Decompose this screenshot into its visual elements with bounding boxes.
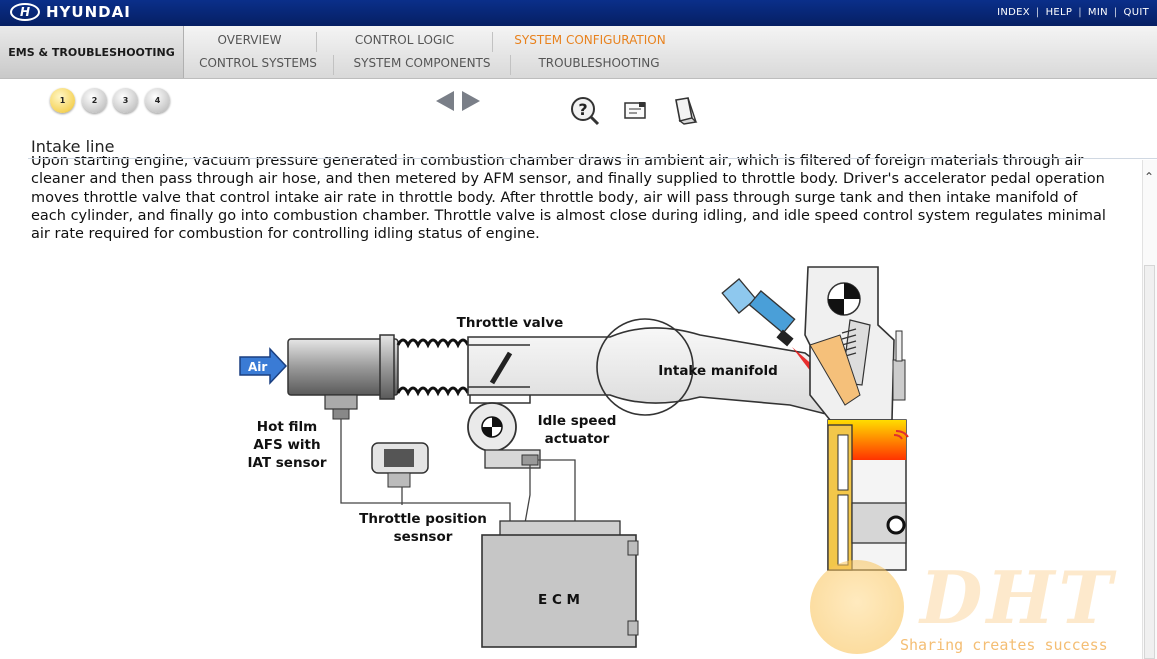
air-arrow: Air (239, 347, 288, 385)
air-hose-bottom (396, 386, 470, 397)
scroll-up-icon[interactable]: ⌃ (1144, 170, 1155, 184)
separator: | (1113, 7, 1118, 18)
notebook-icon[interactable] (672, 96, 700, 126)
idle-speed-label-line2: actuator (545, 431, 610, 447)
idle-speed-actuator (467, 395, 541, 469)
throttle-valve-label: Throttle valve (457, 315, 564, 331)
svg-text:?: ? (578, 100, 587, 119)
tab-control-logic[interactable]: CONTROL LOGIC (317, 32, 493, 52)
top-bar: H HYUNDAI INDEX | HELP | MIN | QUIT (0, 0, 1157, 26)
watermark-logo-icon (810, 560, 904, 654)
nav-row-1: OVERVIEW CONTROL LOGIC SYSTEM CONFIGURAT… (183, 32, 687, 52)
hot-film-label-line3: IAT sensor (247, 455, 326, 471)
idle-speed-label-line1: Idle speed (538, 413, 617, 429)
hyundai-logo: H HYUNDAI (10, 3, 131, 21)
next-arrow-icon[interactable] (462, 91, 480, 111)
afs-sensor (287, 334, 399, 420)
surge-tank (596, 318, 694, 416)
divider (28, 158, 1157, 159)
tab-troubleshooting[interactable]: TROUBLESHOOTING (538, 56, 660, 70)
ecm-label: E C M (538, 592, 580, 608)
top-links: INDEX | HELP | MIN | QUIT (997, 7, 1149, 18)
separator: | (1035, 7, 1040, 18)
help-link[interactable]: HELP (1045, 7, 1073, 18)
tps-label-line1: Throttle position (359, 511, 487, 527)
quit-link[interactable]: QUIT (1123, 7, 1149, 18)
nav-row-2: CONTROL SYSTEMS SYSTEM COMPONENTS TROUBL… (183, 55, 687, 75)
nav-bar (0, 26, 1157, 79)
engine-cylinder (804, 266, 909, 571)
hot-film-label-line1: Hot film (257, 419, 317, 435)
content-area: Upon starting engine, vacuum pressure ge… (28, 152, 1142, 659)
watermark-slogan: Sharing creates success (900, 636, 1108, 654)
hyundai-logo-icon: H (10, 3, 40, 21)
air-label: Air (248, 360, 267, 374)
ecm-unit: E C M (481, 520, 639, 648)
watermark-logo: DHT (920, 555, 1117, 640)
page-button-2[interactable]: 2 (82, 88, 107, 113)
tab-overview[interactable]: OVERVIEW (183, 32, 317, 52)
tab-system-components[interactable]: SYSTEM COMPONENTS (334, 55, 511, 75)
page-button-4[interactable]: 4 (145, 88, 170, 113)
hot-film-label-line2: AFS with (253, 437, 320, 453)
page-button-1[interactable]: 1 (50, 88, 75, 113)
page-title: Intake line (31, 137, 115, 156)
intake-system-diagram: Air (239, 266, 909, 648)
section-title: EMS & TROUBLESHOOTING (0, 26, 184, 78)
memo-icon[interactable] (623, 100, 649, 122)
description-paragraph: Upon starting engine, vacuum pressure ge… (31, 153, 1106, 243)
help-icon[interactable]: ? (568, 95, 600, 127)
tab-control-systems[interactable]: CONTROL SYSTEMS (183, 55, 334, 75)
prev-arrow-icon[interactable] (436, 91, 454, 111)
scrollbar-thumb[interactable] (1144, 265, 1155, 659)
throttle-valve-plate (489, 351, 513, 385)
wiring (340, 419, 576, 524)
intake-manifold-label: Intake manifold (658, 363, 778, 379)
separator: | (1078, 7, 1082, 18)
page-button-3[interactable]: 3 (113, 88, 138, 113)
min-link[interactable]: MIN (1087, 7, 1108, 18)
brand-name: HYUNDAI (46, 3, 131, 21)
index-link[interactable]: INDEX (997, 7, 1030, 18)
tab-system-configuration[interactable]: SYSTEM CONFIGURATION (514, 33, 666, 47)
throttle-position-sensor (371, 442, 429, 488)
air-hose-top (396, 338, 470, 349)
tps-label-line2: sesnsor (394, 529, 453, 545)
